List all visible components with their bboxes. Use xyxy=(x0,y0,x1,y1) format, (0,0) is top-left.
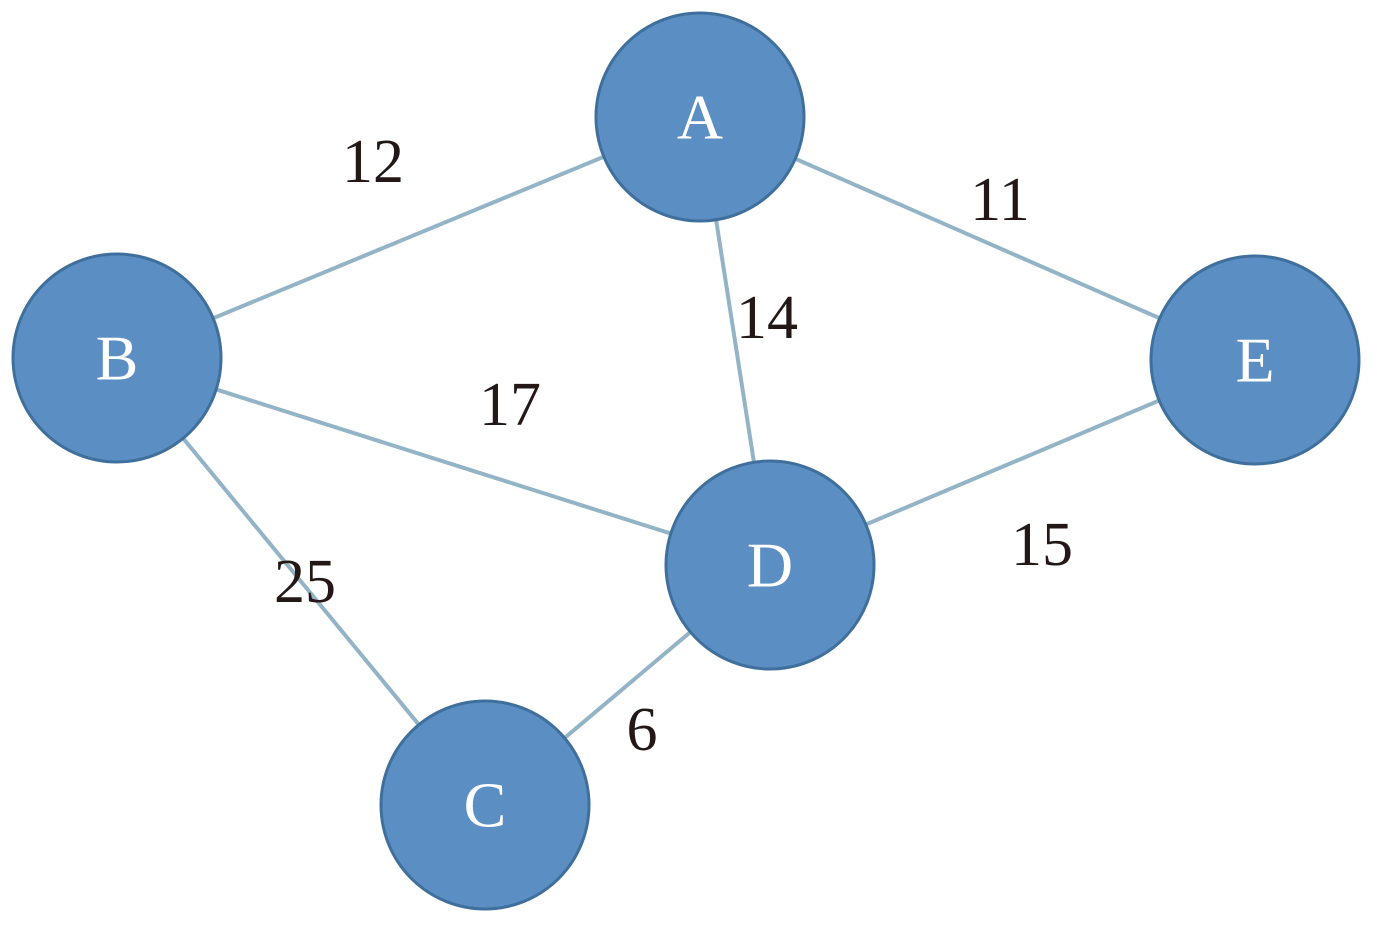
node-b: B xyxy=(11,252,223,464)
edge-weight-b-c: 25 xyxy=(274,548,336,616)
node-label-a: A xyxy=(677,82,723,153)
node-a: A xyxy=(594,11,806,223)
node-label-b: B xyxy=(96,323,139,394)
edge-weight-b-d: 17 xyxy=(479,371,541,439)
node-circle-a xyxy=(594,11,806,223)
edge-weight-c-d: 6 xyxy=(627,696,658,764)
edge-weight-a-e: 11 xyxy=(970,166,1030,234)
edge-weight-a-b: 12 xyxy=(342,128,404,196)
node-circle-e xyxy=(1149,254,1361,466)
weights-layer: 12 11 14 17 25 15 6 xyxy=(274,128,1073,764)
node-d: D xyxy=(664,459,876,671)
node-c: C xyxy=(379,699,591,911)
edge-b-d xyxy=(115,356,772,567)
node-circle-b xyxy=(11,252,223,464)
edge-weight-d-e: 15 xyxy=(1011,511,1073,579)
node-circle-d xyxy=(664,459,876,671)
nodes-layer: A B C D E xyxy=(11,11,1361,911)
node-label-d: D xyxy=(747,530,793,601)
node-e: E xyxy=(1149,254,1361,466)
node-label-c: C xyxy=(464,770,507,841)
node-circle-c xyxy=(379,699,591,911)
node-label-e: E xyxy=(1235,325,1274,396)
edge-weight-a-d: 14 xyxy=(736,284,798,352)
